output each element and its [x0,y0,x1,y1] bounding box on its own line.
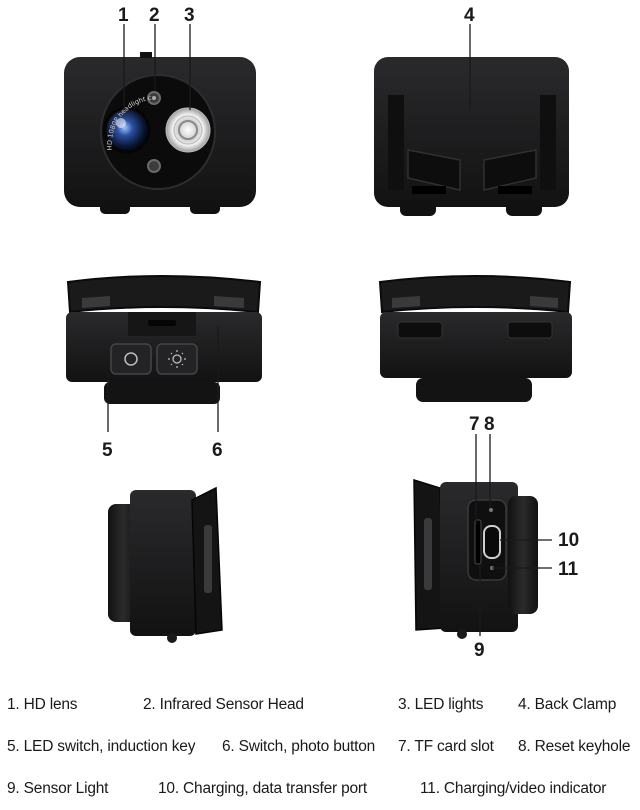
callout-1: 1 [118,5,129,26]
back-view [374,57,569,216]
hd-lens [103,106,151,154]
right-side-view [413,478,538,639]
legend-item-5: 5. LED switch, induction key [7,738,196,755]
reset-keyhole [489,508,493,512]
callout-10: 10 [558,530,579,551]
left-side-body [130,490,196,636]
legend-item-8: 8. Reset keyhole [518,738,631,755]
legend-item-6: 6. Switch, photo button [222,738,376,755]
legend-item-2: 2. Infrared Sensor Head [143,696,304,713]
callout-8: 8 [484,414,495,435]
left-side-view [108,486,223,643]
legend-item-11: 11. Charging/video indicator [420,780,607,797]
callout-3: 3 [184,5,195,26]
legend-item-9: 9. Sensor Light [7,780,109,797]
leader-lines [107,24,552,636]
callout-9: 9 [474,640,485,660]
callout-6: 6 [212,440,223,461]
callout-7: 7 [469,414,480,435]
legend-item-1: 1. HD lens [7,696,78,713]
photo-button [156,343,198,375]
callout-4: 4 [464,5,475,26]
callout-11: 11 [558,559,579,580]
led-light [165,107,211,153]
legend-item-7: 7. TF card slot [398,738,494,755]
legend-item-3: 3. LED lights [398,696,484,713]
legend-item-10: 10. Charging, data transfer port [158,780,368,797]
tf-card-slot [474,519,482,565]
top-view [66,275,262,404]
callout-2: 2 [149,5,160,26]
top-rear-view [378,275,572,402]
led-switch-button [110,343,152,375]
sensor-light-front [147,159,161,173]
callout-numbers: 1 2 3 4 5 6 7 8 9 10 11 [102,5,579,660]
callout-5: 5 [102,440,113,461]
camera-parts-diagram: HD 1080P headlight camera [0,0,579,660]
usb-c-port [483,525,501,559]
legend-item-4: 4. Back Clamp [518,696,617,713]
lens-bezel [100,74,216,190]
front-view: HD 1080P headlight camera [0,0,256,214]
